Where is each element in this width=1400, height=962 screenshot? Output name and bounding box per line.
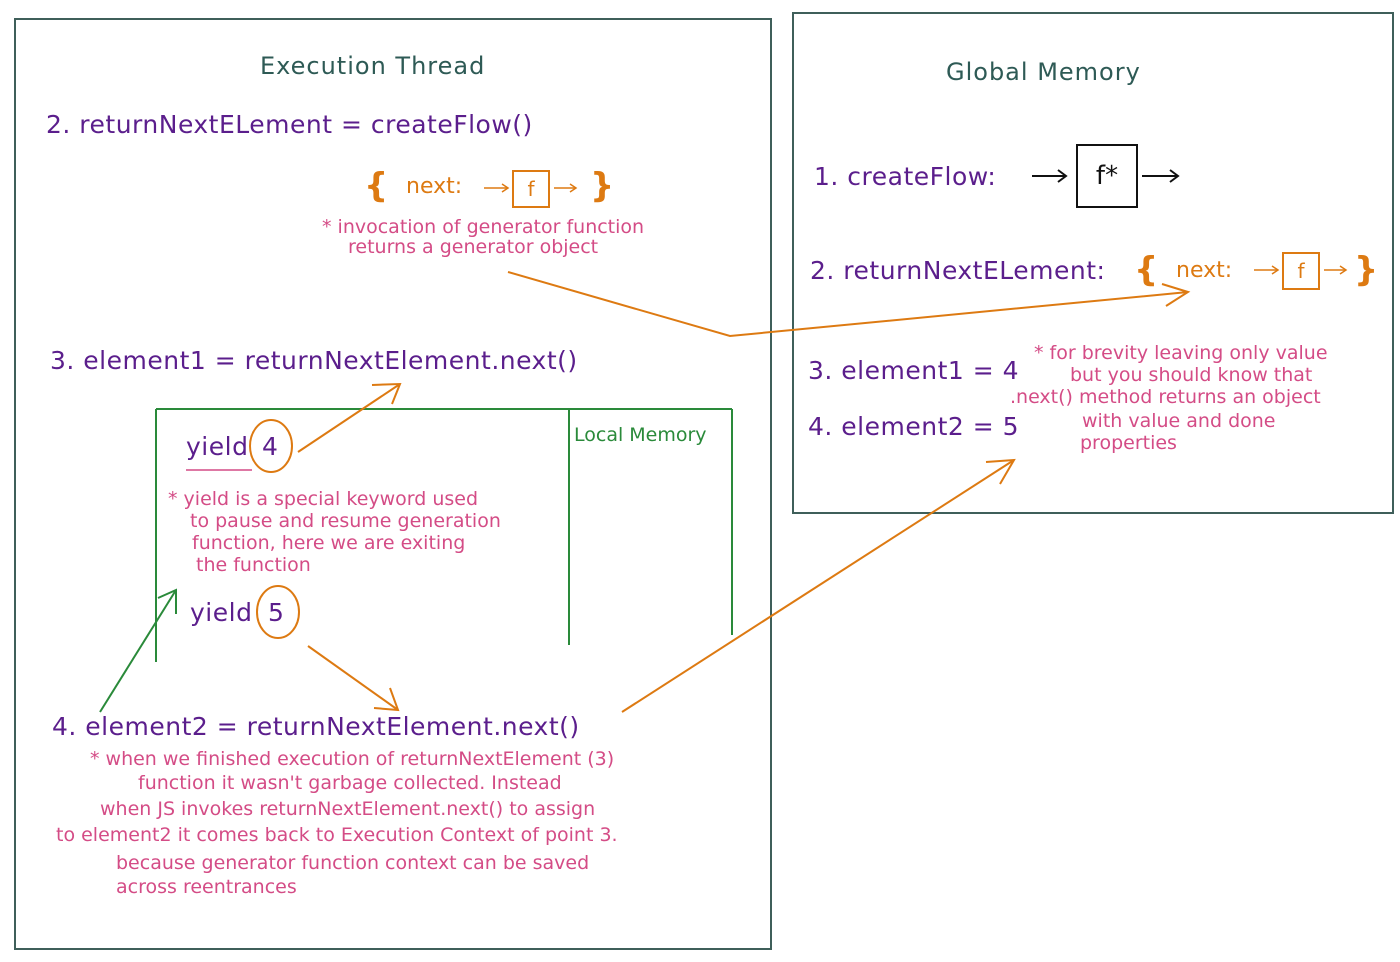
arrow-step4-to-yield5	[99, 589, 177, 713]
gen-close-brace: }	[590, 166, 615, 206]
note-brevity-line2: but you should know that	[1070, 364, 1313, 386]
yield2-keyword: yield	[190, 598, 253, 627]
arrow-yield4-head	[371, 382, 402, 405]
global-item3-element1: 3. element1 = 4	[808, 356, 1020, 385]
note-brevity-line5: properties	[1080, 432, 1177, 454]
step3-assignment: 3. element1 = returnNextElement.next()	[50, 346, 578, 375]
yield2-circle	[256, 585, 300, 639]
note-step4-line6: across reentrances	[116, 876, 297, 898]
note-brevity-line3: .next() method returns an object	[1010, 386, 1321, 408]
fstar-label: f*	[1095, 161, 1119, 191]
arrow-yield5-to-step4	[307, 645, 399, 711]
local-memory-title: Local Memory	[574, 424, 707, 446]
yield1-circle	[249, 419, 293, 473]
note-invocation-line1: * invocation of generator function	[322, 216, 645, 238]
global-gen-close-brace: }	[1354, 250, 1379, 290]
global-item1-createflow: 1. createFlow:	[814, 162, 997, 191]
global-gen-next-label: next:	[1176, 258, 1233, 283]
note-brevity-line4: with value and done	[1082, 410, 1276, 432]
global-item4-element2: 4. element2 = 5	[808, 412, 1020, 441]
note-invocation-line2: returns a generator object	[348, 236, 599, 258]
execution-thread-title: Execution Thread	[260, 52, 486, 80]
yield1-keyword: yield	[186, 432, 249, 461]
arrow-generator-to-global	[507, 271, 1189, 338]
arrow-generator-global-head	[1161, 283, 1191, 307]
gen-arrow-in-global-head	[1271, 265, 1280, 275]
execution-thread-panel	[14, 18, 772, 950]
step4-assignment: 4. element2 = returnNextElement.next()	[52, 712, 580, 741]
note-yield-line3: function, here we are exiting	[192, 532, 466, 554]
gen-next-label: next:	[406, 174, 463, 199]
gen-arrow-out-exec-head	[569, 183, 578, 193]
note-step4-line2: function it wasn't garbage collected. In…	[138, 772, 562, 794]
global-gen-open-brace: {	[1134, 250, 1159, 290]
note-brevity-line1: * for brevity leaving only value	[1034, 342, 1328, 364]
note-yield-line1: * yield is a special keyword used	[168, 488, 479, 510]
gen-f-box: f	[512, 170, 550, 208]
arrow-yield4-to-step3	[297, 383, 401, 453]
arrow-step4-yield5-head	[157, 588, 177, 614]
fstar-box: f*	[1076, 144, 1138, 208]
yield2-value: 5	[268, 598, 285, 627]
yield1-value: 4	[262, 432, 279, 461]
step2-assignment: 2. returnNextELement = createFlow()	[46, 110, 533, 139]
global-gen-f-box: f	[1282, 252, 1320, 290]
global-item2-returnnextelement: 2. returnNextELement:	[810, 256, 1106, 285]
global-memory-title: Global Memory	[946, 58, 1141, 86]
note-step4-line1: * when we finished execution of returnNe…	[90, 748, 615, 770]
gen-arrow-in-exec-head	[501, 183, 510, 193]
note-step4-line3: when JS invokes returnNextElement.next()…	[100, 798, 596, 820]
note-yield-line2: to pause and resume generation	[190, 510, 501, 532]
fstar-arrow-in-head	[1057, 169, 1068, 183]
note-yield-line4: the function	[196, 554, 311, 576]
global-memory-panel	[792, 12, 1394, 514]
gen-open-brace: {	[364, 166, 389, 206]
arrow-yield5-head	[373, 687, 400, 712]
note-step4-line4: to element2 it comes back to Execution C…	[56, 824, 618, 846]
gen-arrow-out-global-head	[1339, 265, 1348, 275]
fstar-arrow-out-head	[1169, 169, 1180, 183]
arrow-step4-global-head	[985, 458, 1016, 485]
note-step4-line5: because generator function context can b…	[116, 852, 590, 874]
arrow-step4-to-global	[621, 459, 1015, 713]
